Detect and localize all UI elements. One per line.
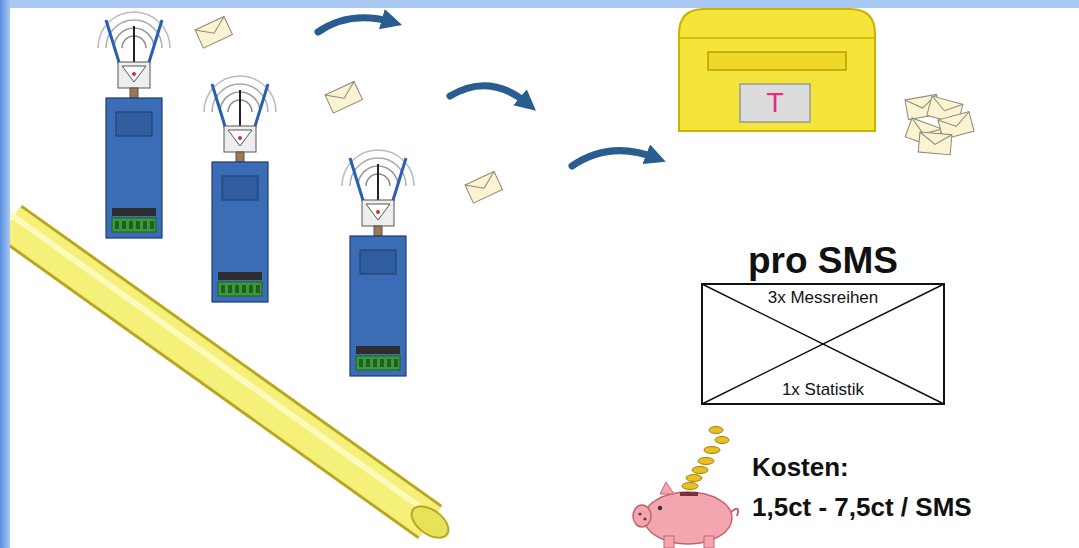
sms-envelope [465, 171, 502, 203]
sms-envelope-box: pro SMS 3x Messreihen 1x Statistik [700, 240, 946, 406]
pipe-end [406, 500, 454, 544]
mailbox-slot [708, 52, 846, 70]
piggy-bank [633, 482, 738, 548]
frame-left [0, 0, 10, 548]
envelope-text: 3x Messreihen [765, 288, 882, 308]
mailbox-body [679, 9, 875, 131]
sms-envelope [195, 16, 232, 48]
mailbox-lid [679, 37, 875, 39]
envelope-text: 1x Statistik [779, 380, 867, 400]
sensor-device [204, 76, 276, 302]
envelope-flap [702, 284, 944, 404]
mailbox-letter: T [766, 87, 783, 119]
envelope-stack [918, 132, 952, 155]
flow-arrow [450, 86, 528, 104]
cost-label: 1,5ct - 7,5ct / SMS [752, 492, 972, 523]
coins [682, 427, 729, 490]
sensor-device [98, 12, 170, 238]
flow-arrow [572, 151, 656, 166]
sms-envelope [325, 81, 362, 113]
envelope-outline [702, 284, 944, 404]
cost-label: Kosten: [752, 452, 849, 483]
sensor-device [342, 150, 414, 376]
mailbox-plate [740, 84, 810, 122]
mailbox: T [678, 8, 876, 132]
envelope-heading: pro SMS [748, 240, 898, 282]
flow-arrow [318, 18, 392, 32]
frame-top [0, 0, 1079, 8]
